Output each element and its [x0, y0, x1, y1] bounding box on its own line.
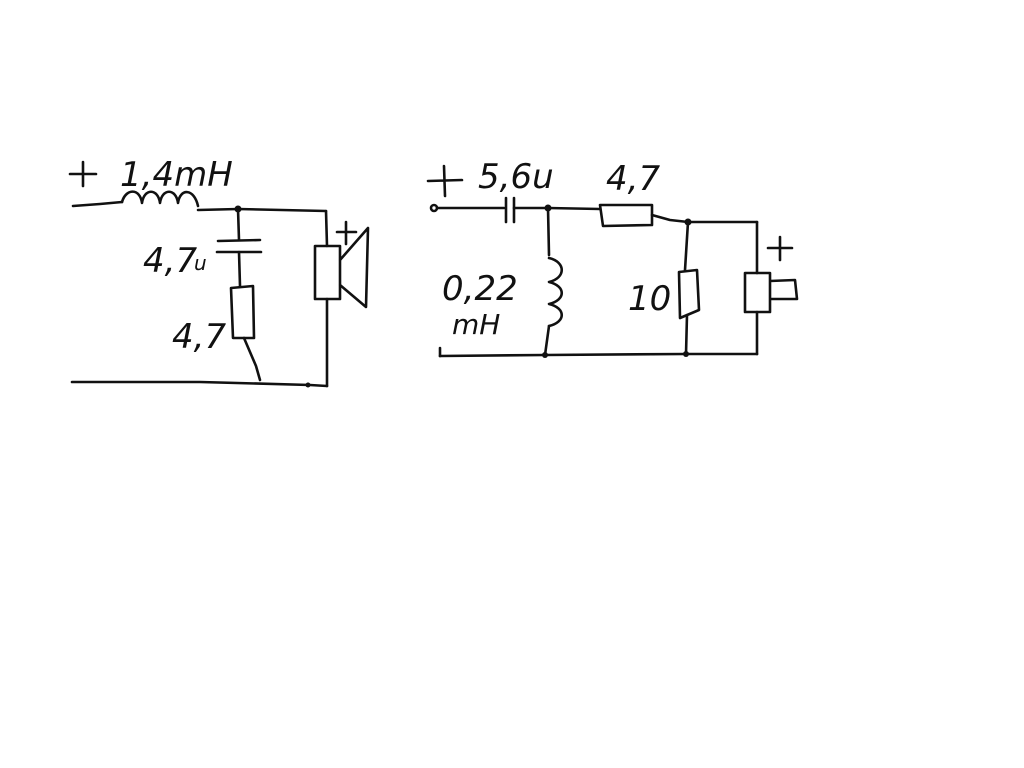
- right-inductor-value-label: 0,22: [442, 269, 518, 309]
- left-speaker-icon: [313, 226, 370, 309]
- left-speaker-wire: [324, 209, 329, 388]
- left-bottom-node: [305, 382, 311, 388]
- right-series-resistor-label: 4,7: [606, 159, 660, 199]
- right-top-rail-b: [650, 213, 759, 224]
- right-capacitor-value-label: 5,6u: [478, 157, 554, 197]
- right-bottom-rail: [438, 352, 759, 358]
- left-shunt-resistor: [229, 284, 256, 340]
- left-input-wire: [71, 200, 124, 208]
- right-bottom-node-b: [683, 351, 689, 357]
- left-shunt-wire-top: [236, 207, 241, 242]
- right-bottom-node-a: [542, 352, 548, 358]
- right-plus-marker-shape: [426, 164, 464, 198]
- left-bottom-rail: [70, 380, 329, 388]
- right-shunt-wire-bottom: [543, 324, 551, 357]
- left-capacitor-value-label: 4,7: [143, 241, 197, 281]
- right-shunt-inductor: [547, 256, 564, 328]
- right-shunt-resistor-label: 10: [628, 279, 671, 319]
- right-shunt-resistor: [677, 268, 701, 320]
- left-inductor-value-label: 1,4mH: [120, 155, 233, 195]
- left-shunt-wire-bottom: [242, 336, 262, 382]
- right-top-rail-a: [512, 206, 602, 211]
- right-crossover-circuit: 5,6u 4,7 0,22 mH 10: [426, 157, 799, 358]
- right-speaker-plus-shape: [766, 235, 794, 262]
- right-speaker-icon: [743, 271, 799, 314]
- left-crossover-circuit: 1,4mH 4,7 u 4,7: [68, 155, 370, 388]
- right-inductor-unit-label: mH: [452, 308, 500, 341]
- left-shunt-wire-mid: [237, 250, 242, 288]
- right-series-capacitor: [504, 196, 516, 224]
- left-top-rail: [196, 207, 328, 213]
- left-resistor-value-label: 4,7: [172, 317, 226, 357]
- left-shunt-capacitor: [215, 238, 263, 254]
- left-plus-marker-shape: [68, 160, 98, 188]
- left-speaker-plus-shape: [335, 220, 358, 246]
- left-series-inductor: [120, 190, 200, 208]
- right-shunt-resistor-wire: [683, 220, 690, 356]
- right-series-resistor: [598, 203, 654, 228]
- left-capacitor-unit-label: u: [194, 251, 207, 275]
- right-shunt-wire-top: [546, 206, 551, 257]
